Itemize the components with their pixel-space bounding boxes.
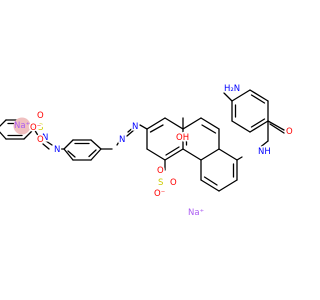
hydroxyl-label: OH bbox=[176, 133, 189, 143]
azo-n-label: N bbox=[54, 145, 60, 155]
sulfonate-sulfur-label: S bbox=[38, 123, 43, 133]
sulfonate-sulfur-label: S bbox=[158, 178, 163, 188]
sulfonate-anion-label: O⁻ bbox=[30, 123, 41, 133]
sulfonate-oxygen-label: O bbox=[37, 111, 44, 121]
sulfonate-oxygen-label: O bbox=[170, 178, 177, 188]
sodium-ion-label: Na⁺ bbox=[14, 121, 30, 131]
sulfonate-anion-label: O⁻ bbox=[154, 189, 165, 199]
canvas-background bbox=[0, 0, 300, 300]
azo-n-label: N bbox=[119, 135, 125, 145]
amine-label: H₂N bbox=[224, 84, 240, 94]
sodium-highlight bbox=[13, 117, 31, 135]
amide-nh-label: NH bbox=[258, 147, 271, 157]
atom-labels: H₂N O NH OH N N N N S O O O⁻ S O O O⁻ Na… bbox=[13, 82, 295, 218]
azo-n-label: N bbox=[42, 133, 48, 143]
sulfonate-oxygen-label: O bbox=[157, 166, 164, 176]
sulfonate-oxygen-label: O bbox=[37, 135, 44, 145]
azo-n-label: N bbox=[132, 122, 138, 132]
sodium-ion-label: Na⁺ bbox=[188, 208, 204, 218]
amide-oxygen-label: O bbox=[286, 127, 293, 137]
chemical-structure: H₂N O NH OH N N N N S O O O⁻ S O O O⁻ Na… bbox=[0, 0, 300, 300]
bond-layer bbox=[0, 89, 285, 192]
